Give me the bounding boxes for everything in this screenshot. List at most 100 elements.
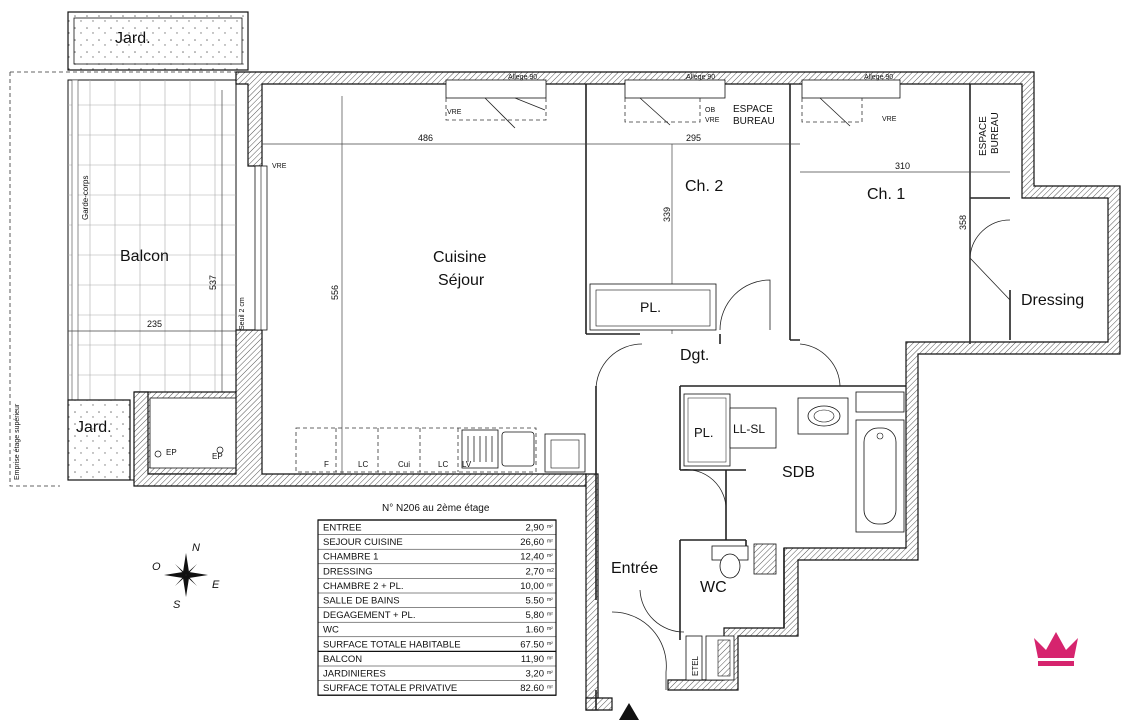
table-row-label: JARDINIERES (323, 669, 386, 680)
table-row-unit: m² (547, 612, 553, 618)
ep-label-2: EP (212, 452, 223, 461)
allege-label-1: Allege 90 (508, 74, 537, 81)
table-row-label: CHAMBRE 1 (323, 552, 378, 563)
llsl-label: LL-SL (733, 422, 765, 436)
etel-label: ETEL (691, 655, 700, 676)
compass-o: O (152, 561, 161, 573)
room-label-ch1: Ch. 1 (867, 186, 905, 203)
table-row-unit: m² (547, 670, 553, 676)
table-row-value: 10,00 (520, 581, 544, 592)
balcony-door: VRE (254, 163, 287, 331)
jardiniere-bottom: Jard. EP EP (67, 391, 248, 481)
table-row-label: SURFACE TOTALE PRIVATIVE (323, 683, 457, 694)
entrance-arrow-icon (619, 703, 639, 720)
upper-floor-footprint: Emprise étage supérieur (9, 71, 245, 487)
seuil-label: Seuil 2 cm (239, 297, 246, 330)
allege-label-2: Allege 90 (686, 74, 715, 81)
room-label-cuisine: Cuisine (433, 249, 486, 266)
crown-logo-icon (1034, 632, 1078, 666)
compass-icon: N S E O (152, 542, 220, 611)
table-row-unit: m² (547, 655, 553, 661)
room-label-jard-bottom: Jard. (76, 419, 112, 436)
kitchen-f-label: F (324, 460, 329, 469)
kitchen-counter: F LC Cui LC LV (295, 427, 586, 473)
table-row-unit: m² (547, 553, 553, 559)
table-row-value: 3,20 (526, 669, 545, 680)
dim-295: 295 (686, 133, 701, 143)
kitchen-cui-label: Cui (398, 460, 410, 469)
table-row-value: 26,60 (520, 537, 544, 548)
table-row-value: 67.50 (520, 639, 544, 650)
closet-ch2: PL. (589, 283, 717, 331)
dim-235: 235 (147, 319, 162, 329)
table-row-label: DRESSING (323, 566, 373, 577)
room-label-ch2: Ch. 2 (685, 178, 723, 195)
pl-sdb-label: PL. (694, 425, 714, 440)
table-row-value: 11,90 (521, 654, 544, 665)
espace-bureau-top-1: ESPACE (733, 104, 773, 115)
room-label-sdb: SDB (782, 464, 815, 481)
room-label-balcon: Balcon (120, 248, 169, 265)
dim-486: 486 (418, 133, 433, 143)
room-label-wc: WC (700, 579, 727, 596)
ob-vre-label: VRE (705, 117, 720, 124)
windows-top: Allege 90 Allege 90 Allege 90 VRE OB VRE… (445, 74, 901, 129)
room-label-sejour: Séjour (438, 272, 485, 289)
table-row-value: 12,40 (520, 552, 544, 563)
wc-fixtures: ETEL (685, 543, 777, 681)
table-title: N° N206 au 2ème étage (382, 503, 490, 514)
table-row-label: SEJOUR CUISINE (323, 537, 403, 548)
pl-ch2-label: PL. (640, 299, 661, 315)
espace-bureau-side-1: ESPACE (978, 116, 989, 156)
compass-n: N (192, 542, 200, 554)
ob-label: OB (705, 107, 715, 114)
table-row-value: 5,80 (526, 610, 545, 621)
table-row-label: BALCON (323, 654, 362, 665)
table-row-label: SALLE DE BAINS (323, 596, 400, 607)
dim-310: 310 (895, 161, 910, 171)
table-row-value: 82.60 (520, 683, 544, 694)
table-row-unit: m² (547, 685, 553, 691)
dim-537: 537 (208, 275, 218, 290)
room-label-dgt: Dgt. (680, 347, 709, 364)
kitchen-lv-label: LV (462, 460, 472, 469)
table-row-unit: m2 (547, 568, 554, 574)
room-labels: Cuisine Séjour Ch. 2 Ch. 1 Dressing Dgt.… (433, 104, 1084, 596)
kitchen-lc1-label: LC (358, 460, 368, 469)
ep-label-1: EP (166, 448, 177, 457)
table-row-value: 2,70 (526, 566, 545, 577)
jardiniere-top: Jard. (67, 11, 249, 71)
table-row-value: 2,90 (526, 523, 545, 534)
dim-358: 358 (958, 215, 968, 230)
table-row-unit: m² (547, 597, 553, 603)
garde-corps-label: Garde-corps (81, 176, 90, 220)
room-label-dressing: Dressing (1021, 292, 1084, 309)
vre-label-1: VRE (447, 109, 462, 116)
table-row-unit: m² (547, 626, 553, 632)
table-row-label: ENTREE (323, 523, 362, 534)
bathroom-fixtures: PL. LL-SL (683, 391, 905, 533)
doors (595, 219, 1011, 690)
table-row-label: SURFACE TOTALE HABITABLE (323, 639, 461, 650)
allege-label-3: Allege 90 (864, 74, 893, 81)
dim-339: 339 (662, 207, 672, 222)
exterior-walls (133, 71, 1121, 711)
emprise-label: Emprise étage supérieur (14, 403, 21, 480)
espace-bureau-side-2: BUREAU (990, 112, 1001, 154)
dimension-lines: 486 295 310 339 358 556 (262, 96, 1010, 474)
table-row-value: 1.60 (526, 625, 545, 636)
table-row-unit: m² (547, 524, 553, 530)
